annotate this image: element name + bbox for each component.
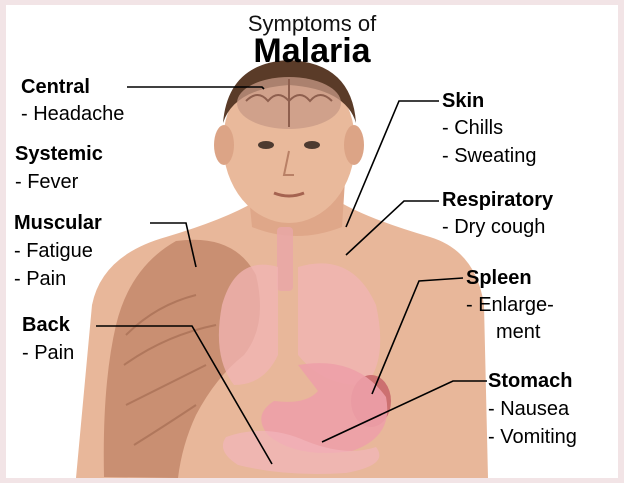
left-ear — [214, 125, 234, 165]
right-ear — [344, 125, 364, 165]
leader-skin — [346, 101, 439, 227]
symptom-back-pain: - Pain — [22, 342, 74, 365]
label-muscular: Muscular — [14, 212, 102, 235]
right-eye — [304, 141, 320, 149]
symptom-enlargement: - Enlarge- — [466, 294, 554, 317]
symptom-fatigue: - Fatigue — [14, 240, 93, 263]
symptom-dry-cough: - Dry cough — [442, 216, 545, 239]
symptom-nausea: - Nausea — [488, 398, 569, 421]
label-systemic: Systemic — [15, 143, 103, 166]
symptom-enlargement-cont: ment — [496, 321, 540, 344]
label-stomach: Stomach — [488, 370, 572, 393]
trachea — [277, 227, 293, 291]
label-skin: Skin — [442, 90, 484, 113]
symptom-headache: - Headache — [21, 103, 124, 126]
left-eye — [258, 141, 274, 149]
label-central: Central — [21, 76, 90, 99]
symptom-fever: - Fever — [15, 171, 78, 194]
label-respiratory: Respiratory — [442, 189, 553, 212]
symptom-vomiting: - Vomiting — [488, 426, 577, 449]
symptom-sweating: - Sweating — [442, 145, 537, 168]
symptom-muscle-pain: - Pain — [14, 268, 66, 291]
symptom-chills: - Chills — [442, 117, 503, 140]
label-back: Back — [22, 314, 70, 337]
label-spleen: Spleen — [466, 267, 532, 290]
page-title: Malaria — [6, 32, 618, 71]
diagram-canvas: Symptoms of Malaria Central - Headache S… — [6, 5, 618, 478]
